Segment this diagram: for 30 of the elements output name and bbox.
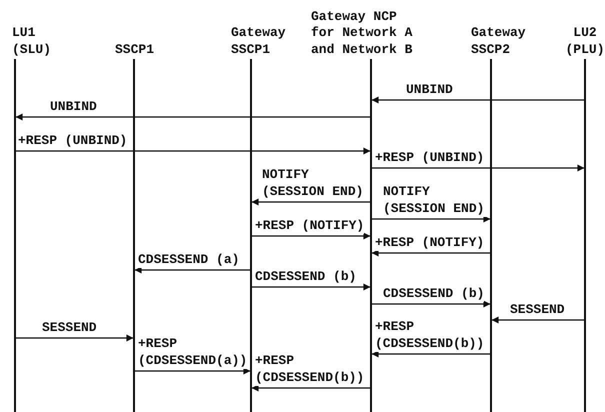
message-label: +RESP (UNBIND): [375, 150, 484, 166]
message-arrow: [252, 384, 371, 392]
lifeline-header: Gateway SSCP2: [471, 25, 527, 58]
message-label: CDSESSEND (b): [383, 286, 484, 302]
lifeline-header: Gateway NCP for Network A and Network B: [311, 8, 414, 58]
message-label: CDSESSEND (b): [255, 268, 356, 285]
message-arrow: [371, 216, 490, 222]
message-arrow: [15, 148, 370, 154]
message-label: +RESP (NOTIFY): [255, 218, 364, 234]
message-arrow: [372, 96, 585, 104]
lifeline-header: Gateway SSCP1: [231, 25, 287, 58]
message-arrow: [372, 350, 491, 358]
message-arrow: [15, 334, 134, 342]
message-arrow: [134, 266, 251, 274]
message-arrow: [134, 368, 250, 374]
message-arrow: [371, 300, 490, 308]
message-label: CDSESSEND (a): [138, 252, 240, 268]
lifeline-header: SSCP1: [115, 42, 156, 58]
message-arrow: [16, 114, 371, 120]
message-label: +RESP (UNBIND): [18, 132, 128, 149]
message-arrow: [371, 164, 584, 172]
message-label: +RESP (NOTIFY): [375, 234, 484, 251]
message-arrow: [372, 250, 491, 256]
lifeline-header: LU2 (PLU): [565, 25, 605, 58]
lifeline-header: LU1 (SLU): [12, 25, 52, 58]
message-arrow: [251, 284, 370, 290]
message-arrow: [251, 232, 370, 240]
message-arrow: [252, 198, 371, 206]
message-label: NOTIFY (SESSION END): [383, 184, 489, 217]
message-arrow: [492, 316, 585, 324]
